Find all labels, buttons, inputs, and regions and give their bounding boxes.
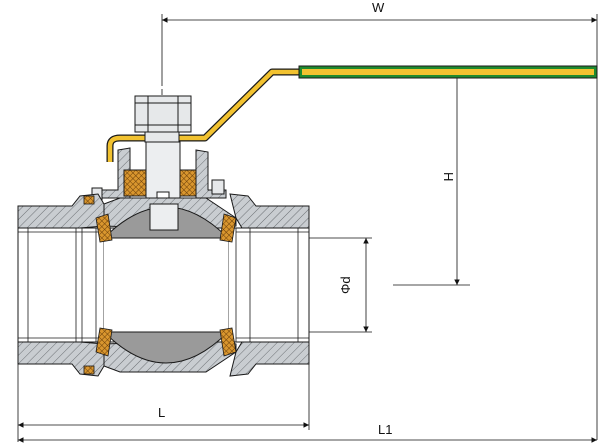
label-h: H — [441, 172, 456, 181]
label-phi-d: Φd — [338, 276, 353, 294]
label-l: L — [158, 405, 165, 420]
label-l1: L1 — [378, 422, 392, 437]
stem-nut — [134, 95, 192, 143]
ball — [102, 203, 230, 364]
seat-seals — [83, 195, 237, 375]
label-w: W — [372, 0, 385, 15]
